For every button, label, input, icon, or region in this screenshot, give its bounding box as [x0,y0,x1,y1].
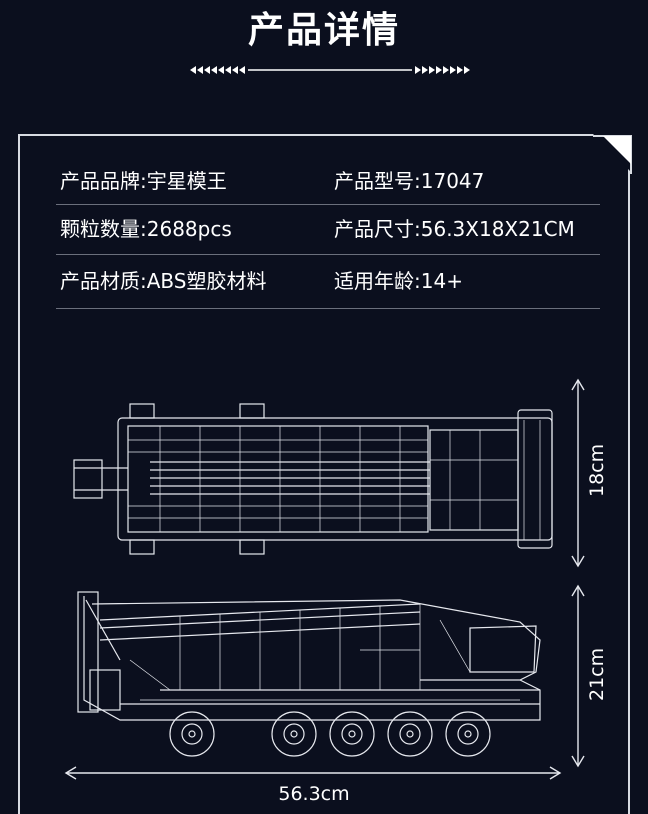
row-divider [56,204,600,205]
row-divider [56,308,600,309]
spec-row-2: 颗粒数量:2688pcs 产品尺寸:56.3X18X21CM [60,214,600,244]
spec-brand: 产品品牌:宇星模王 [60,169,227,193]
frame-corner-decoration [593,134,633,174]
crane-truck-drawing [64,378,585,780]
length-dimension-label: 56.3cm [278,783,350,805]
side-view-detail [129,604,520,701]
top-view-detail [128,420,541,540]
spec-row-3: 产品材质:ABS塑胶材料 适用年龄:14+ [60,266,600,296]
width-dimension-label: 18cm [586,443,608,497]
wheels [169,711,491,757]
height-dimension-label: 21cm [586,647,608,701]
top-view-outline [73,403,553,555]
spec-row-1: 产品品牌:宇星模王 产品型号:17047 [60,166,600,196]
spec-frame [18,134,630,814]
spec-pieces: 颗粒数量:2688pcs [60,217,232,241]
page-title: 产品详情 [247,10,400,51]
dimension-arrows [64,378,585,780]
spec-age: 适用年龄:14+ [334,269,463,293]
title-divider [190,66,470,74]
spec-model: 产品型号:17047 [334,169,485,193]
spec-size: 产品尺寸:56.3X18X21CM [334,217,575,241]
spec-material: 产品材质:ABS塑胶材料 [60,269,267,293]
side-view-outline [77,591,541,721]
row-divider [56,254,600,255]
